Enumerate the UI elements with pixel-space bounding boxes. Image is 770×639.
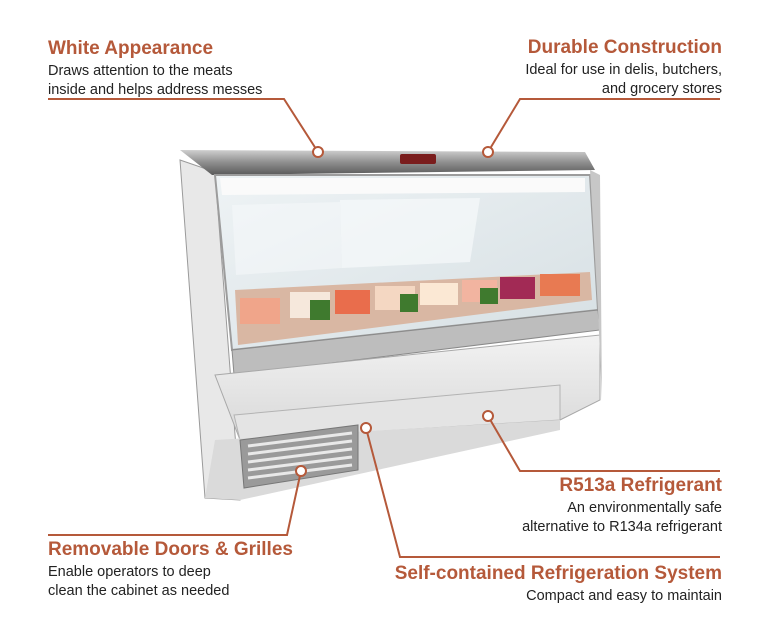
feature-doors-grilles: Removable Doors & Grilles Enable operato… — [48, 539, 293, 601]
feature-white-appearance: White Appearance Draws attention to the … — [48, 38, 262, 100]
leader-doors-grilles — [48, 470, 302, 536]
glass-reflection — [340, 198, 480, 268]
description-line: inside and helps address messes — [48, 82, 263, 98]
feature-description: Enable operators to deep clean the cabin… — [48, 563, 293, 601]
leader-durable-construction — [487, 98, 720, 153]
feature-title: Durable Construction — [527, 37, 722, 58]
feature-durable-construction: Durable Construction Ideal for use in de… — [525, 37, 722, 99]
description-line: Ideal for use in delis, butchers, — [525, 62, 722, 78]
glass-reflection-left — [232, 202, 342, 275]
light-bar — [220, 178, 585, 195]
brand-plate — [400, 154, 436, 164]
description-line: Enable operators to deep — [48, 564, 211, 580]
leader-lines — [48, 98, 720, 558]
feature-title: Removable Doors & Grilles — [48, 539, 293, 560]
description-line: Compact and easy to maintain — [526, 588, 722, 604]
feature-description: An environmentally safe alternative to R… — [522, 499, 722, 537]
feature-description: Ideal for use in delis, butchers, and gr… — [525, 61, 722, 99]
feature-self-contained: Self-contained Refrigeration System Comp… — [395, 563, 722, 606]
feature-title: R513a Refrigerant — [559, 475, 722, 496]
description-line: Draws attention to the meats — [48, 63, 233, 79]
product-items — [240, 274, 580, 324]
feature-description: Compact and easy to maintain — [395, 587, 722, 606]
description-line: An environmentally safe — [567, 500, 722, 516]
leader-refrigerant — [487, 415, 720, 472]
feature-refrigerant: R513a Refrigerant An environmentally saf… — [522, 475, 722, 537]
leader-self-contained — [365, 427, 720, 558]
right-end-trim — [590, 170, 602, 400]
feature-title: White Appearance — [48, 38, 214, 59]
callout-dots — [295, 146, 494, 477]
feature-title: Self-contained Refrigeration System — [394, 563, 722, 584]
feature-description: Draws attention to the meats inside and … — [48, 62, 262, 100]
description-line: alternative to R134a refrigerant — [522, 519, 722, 535]
top-canopy — [180, 150, 595, 175]
leader-white-appearance — [48, 98, 319, 153]
description-line: and grocery stores — [601, 81, 722, 97]
description-line: clean the cabinet as needed — [48, 583, 230, 599]
